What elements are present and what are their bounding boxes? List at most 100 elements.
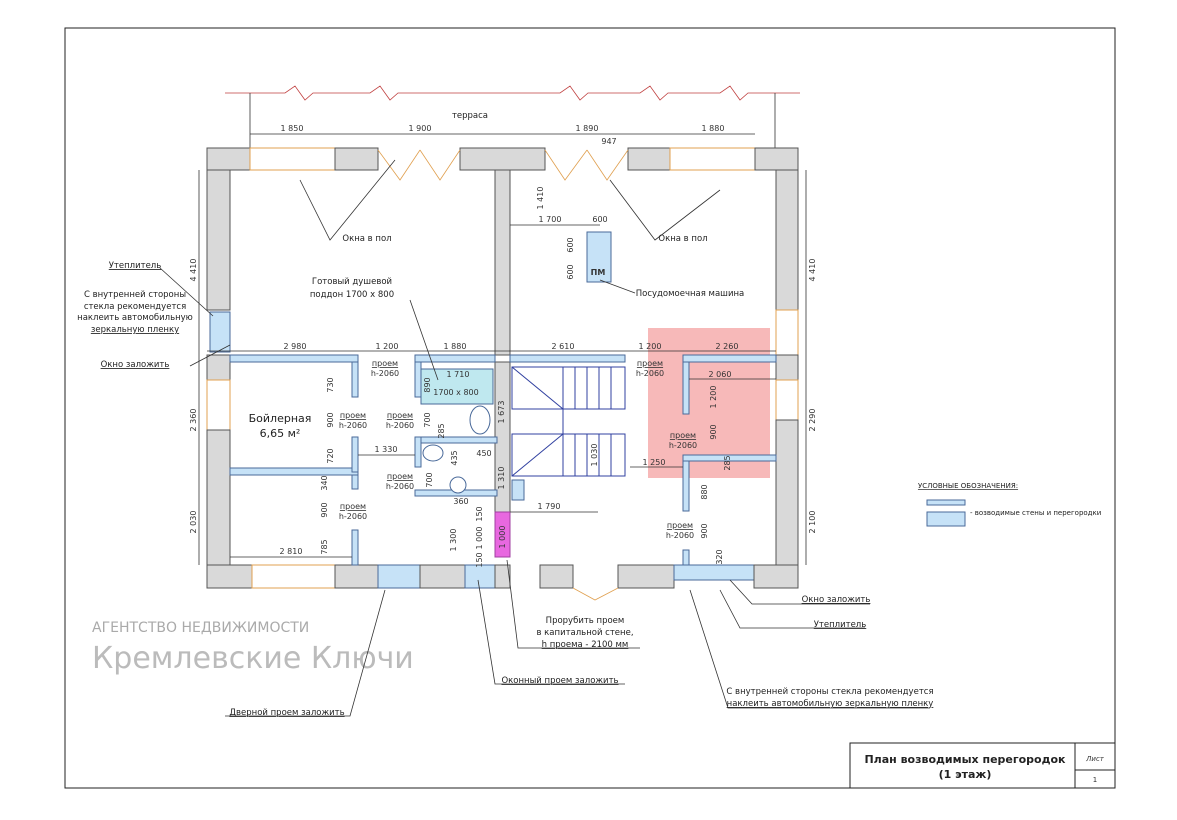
plan-label: 1 890 (576, 124, 599, 133)
plan-label: 700 (425, 472, 434, 487)
plan-label: 1 300 (449, 529, 458, 552)
plan-label: 320 (715, 549, 724, 564)
plan-label: проем (387, 411, 413, 420)
plan-label: 947 (601, 137, 616, 146)
plan-label: 1 700 (539, 215, 562, 224)
plan-label: 1 410 (536, 187, 545, 210)
plan-label: С внутренней стороны стекла рекомендуетс… (726, 687, 933, 697)
plan-label: Посудомоечная машина (636, 289, 745, 299)
shower-tray (420, 368, 494, 405)
plan-label: 450 (476, 449, 491, 458)
door-opening-blocked (377, 564, 421, 589)
room-name: Бойлерная (249, 412, 312, 425)
plan-label: 1700 х 800 (433, 388, 478, 397)
plan-label: 1 000 (475, 527, 484, 550)
plan-label: 1 250 (643, 458, 666, 467)
plan-label: 1 200 (709, 386, 718, 409)
plan-label: 600 (566, 237, 575, 252)
room-area: 6,65 м² (260, 427, 301, 440)
plan-label: 2 980 (284, 342, 307, 351)
plan-label: Дверной проем заложить (229, 708, 344, 718)
plan-label: проем (667, 521, 693, 530)
dishwasher-tag: ПМ (591, 268, 606, 277)
plan-label: Окна в пол (658, 234, 707, 244)
plan-label: 900 (320, 502, 329, 517)
plan-label: 2 030 (189, 511, 198, 534)
plan-label: С внутренней стороны (84, 290, 186, 300)
leader-lines (159, 159, 930, 717)
plan-label: 1 880 (444, 342, 467, 351)
plan-label: h-2060 (669, 441, 697, 450)
plan-label: 2 260 (716, 342, 739, 351)
sheet-frame (64, 27, 1116, 789)
plan-label: 4 410 (808, 259, 817, 282)
watermark-badge (648, 328, 770, 478)
dishwasher (586, 231, 612, 283)
plan-label: Окна в пол (342, 234, 391, 244)
watermark-line1: АГЕНТСТВО НЕДВИЖИМОСТИ (92, 620, 309, 636)
plan-label: проем (670, 431, 696, 440)
new-opening-capital-wall (494, 511, 511, 558)
plan-label: 2 060 (709, 370, 732, 379)
plan-label: 1 310 (497, 467, 506, 490)
plan-label: h-2060 (636, 369, 664, 378)
plan-label: h-2060 (386, 482, 414, 491)
staircase (511, 366, 626, 477)
plan-label: 340 (320, 475, 329, 490)
terrace-doors (377, 149, 629, 601)
plan-label: Прорубить проем (546, 616, 625, 626)
window-blocked-right (673, 564, 755, 581)
plan-label: 2 290 (808, 409, 817, 432)
plan-label: 600 (566, 264, 575, 279)
plan-label: 1 900 (409, 124, 432, 133)
legend-item: - возводимые стены и перегородки (970, 509, 1101, 517)
plan-label: 890 (423, 377, 432, 392)
plan-label: 150 (475, 506, 484, 521)
plan-label: стекла рекомендуется (84, 302, 186, 312)
plan-label: 900 (709, 424, 718, 439)
plan-label: 1 030 (590, 444, 599, 467)
plan-label: в капитальной стене, (536, 628, 633, 638)
plan-label: наклеить автомобильную (77, 313, 193, 323)
plan-label: 1 880 (702, 124, 725, 133)
plan-label: 600 (592, 215, 607, 224)
plan-label: Утеплитель (814, 620, 867, 630)
terrace: терраса (225, 85, 800, 148)
plan-label: Утеплитель (109, 261, 162, 271)
plan-label: Оконный проем заложить (501, 676, 618, 686)
plan-label: наклеить автомобильную зеркальную пленку (727, 699, 934, 709)
plan-label: 4 410 (189, 259, 198, 282)
plan-label: 880 (700, 484, 709, 499)
dimension-labels: 1 850 1 900 1 890 1 880 947 1 700 600 1 … (189, 124, 817, 568)
exterior-walls (206, 147, 799, 589)
toilet (449, 476, 467, 494)
watermark-text: АГЕНТСТВО НЕДВИЖИМОСТИ Кремлевские Ключи (92, 620, 414, 676)
plan-label: 785 (320, 539, 329, 554)
plan-label: поддон 1700 х 800 (310, 290, 394, 300)
plan-label: проем (372, 359, 398, 368)
plan-label: 1 790 (538, 502, 561, 511)
plan-label: 1 673 (497, 401, 506, 424)
dimension-lines (198, 133, 807, 565)
window-blocked-left (209, 311, 231, 353)
watermark-line2: Кремлевские Ключи (92, 641, 414, 676)
plan-label: проем (340, 502, 366, 511)
plan-label: 720 (326, 448, 335, 463)
plan-label: 150 (475, 552, 484, 567)
plan-label: 2 100 (808, 511, 817, 534)
washbasin (422, 444, 444, 462)
legend-swatch-thin (926, 499, 966, 506)
plan-label: 900 (700, 523, 709, 538)
plan-label: 1 710 (447, 370, 470, 379)
sheet-title: План возводимых перегородок (864, 753, 1066, 766)
plan-label: 2 610 (552, 342, 575, 351)
sheet-subtitle: (1 этаж) (939, 768, 992, 781)
sheet-label: Лист (1085, 755, 1105, 763)
plan-label: 1 200 (376, 342, 399, 351)
plan-label: 2 810 (280, 547, 303, 556)
plan-label: 1 200 (639, 342, 662, 351)
plan-label: 435 (450, 450, 459, 465)
sink (469, 405, 491, 435)
